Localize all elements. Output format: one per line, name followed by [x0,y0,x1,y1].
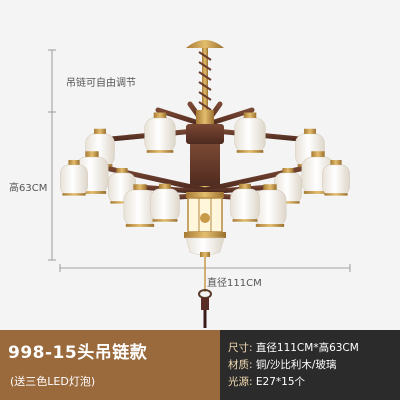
spec-material-row: 材质: 铜/沙比利木/玻璃 [228,357,336,372]
spec-size-key: 尺寸: [228,342,253,354]
spec-light-key: 光源: [228,376,253,388]
central-lantern [184,192,226,257]
spec-panel: 尺寸: 直径111CM*高63CM 材质: 铜/沙比利木/玻璃 光源: E27*… [220,330,400,400]
model-panel: 998-15头吊链款 (送三色LED灯泡) [0,330,220,400]
height-label: 高63CM [9,183,48,194]
chain-dimension-line [48,49,56,113]
ceiling-canopy [186,40,224,48]
spec-light-value: E27*15个 [255,376,305,388]
lamp-shade [230,183,260,222]
spec-banner: 998-15头吊链款 (送三色LED灯泡) 尺寸: 直径111CM*高63CM … [0,330,400,400]
lamp-shade [150,183,180,222]
tassel [198,257,212,328]
spec-size-value: 直径111CM*高63CM [255,342,359,354]
model-title: 998-15头吊链款 [8,343,148,363]
spec-size-row: 尺寸: 直径111CM*高63CM [228,340,359,355]
width-label: 直径111CM [207,278,262,289]
lamp-shades [60,112,350,227]
chandelier-illustration [48,40,351,328]
upper-hub-brass [196,110,214,124]
bulb-note: (送三色LED灯泡) [10,375,96,388]
lamp-shade [322,160,350,196]
chain-adjustable-label: 吊链可自由调节 [66,78,136,89]
spec-material-value: 铜/沙比利木/玻璃 [255,359,337,371]
spec-material-key: 材质: [228,359,253,371]
lamp-shade [234,112,266,153]
hanging-chain [198,48,212,111]
lamp-shade [60,160,88,196]
upper-hub-wood [186,124,224,144]
lamp-shade [144,112,176,153]
spec-light-row: 光源: E27*15个 [228,374,305,389]
height-dimension-line [48,112,56,261]
central-column [190,144,220,188]
